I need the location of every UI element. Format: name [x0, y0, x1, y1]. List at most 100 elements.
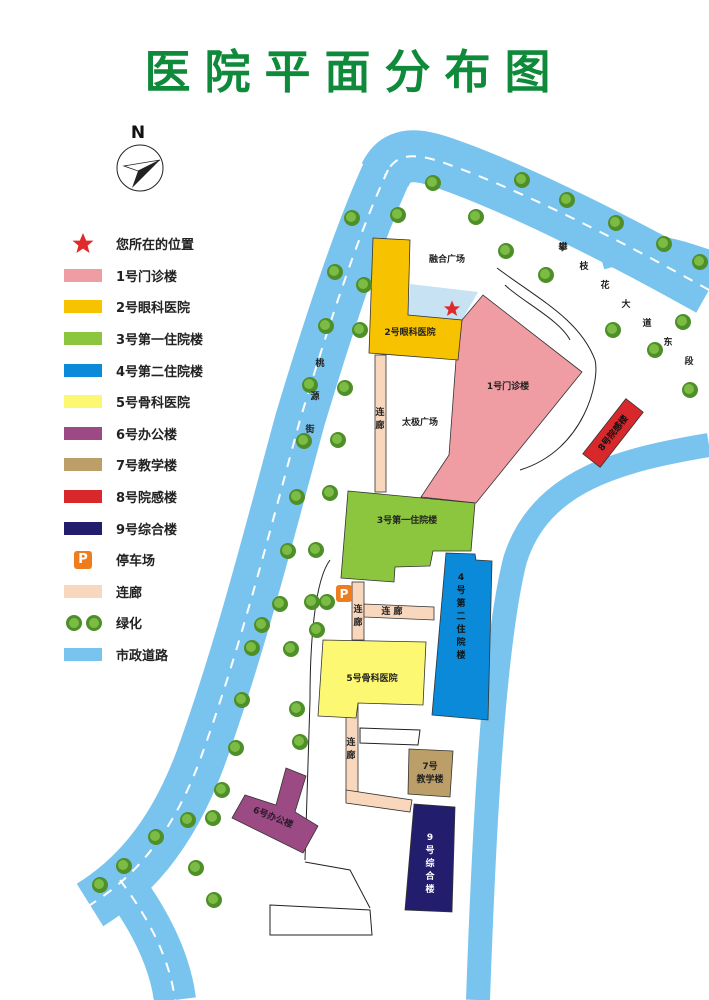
page-title: 医院平面分布图: [144, 45, 565, 99]
tree-icon: [538, 267, 554, 283]
tree-icon: [180, 812, 196, 828]
building-5[interactable]: [317, 639, 427, 719]
building-2[interactable]: [368, 237, 463, 361]
tree-icon: [319, 594, 335, 610]
star-icon: [64, 232, 102, 253]
color-swatch: [64, 584, 102, 598]
legend-label: 7号教学楼: [116, 459, 178, 475]
building-3[interactable]: [340, 490, 476, 583]
you-are-here-star-icon: [443, 300, 461, 316]
label-building-9: 号: [425, 845, 434, 856]
label-building-9: 9: [427, 833, 433, 843]
parking-label: P: [340, 587, 349, 601]
label-building-4: 号: [456, 585, 465, 596]
label-building-4: 住: [456, 623, 465, 635]
tree-icon: [280, 543, 296, 559]
label-corridor: 廊: [353, 616, 362, 628]
legend-label: 市政道路: [116, 649, 169, 665]
legend-item: 1号门诊楼: [64, 260, 203, 292]
label-building-2: 2号眼科医院: [384, 326, 435, 338]
tree-icon: [390, 207, 406, 223]
building-1[interactable]: [420, 294, 583, 504]
tree-icon: [330, 432, 346, 448]
tree-icon: [64, 614, 102, 631]
legend-label: 绿化: [116, 617, 143, 633]
label-corridor: 连: [346, 736, 356, 748]
label-road-taoyuan: 源: [310, 390, 319, 402]
tree-icon: [289, 701, 305, 717]
tree-icon: [647, 342, 663, 358]
color-swatch: [64, 521, 102, 535]
label-building-4: 二: [456, 612, 465, 622]
tree-icon: [206, 892, 222, 908]
label-road-panzhihua: 花: [600, 279, 609, 291]
tree-icon: [322, 485, 338, 501]
legend-item: 6号办公楼: [64, 418, 203, 450]
tree-icon: [205, 810, 221, 826]
label-ronghe-plaza: 融合广场: [429, 253, 465, 265]
color-swatch: [64, 395, 102, 409]
tree-icon: [116, 858, 132, 874]
color-swatch: [64, 332, 102, 346]
building-8[interactable]: [582, 398, 644, 468]
label-building-4: 4: [458, 573, 464, 583]
tree-icon: [308, 542, 324, 558]
building-4[interactable]: [431, 552, 493, 721]
tree-icon: [296, 433, 312, 449]
tree-icon: [309, 622, 325, 638]
legend-label: 8号院感楼: [116, 491, 178, 507]
tree-icon: [692, 254, 708, 270]
tree-icon: [234, 692, 250, 708]
tree-icon: [425, 175, 441, 191]
tree-icon: [605, 322, 621, 338]
legend-item: 5号骨科医院: [64, 386, 203, 418]
legend-item: 3号第一住院楼: [64, 323, 203, 355]
label-building-5: 5号骨科医院: [346, 672, 397, 684]
legend-label: 您所在的位置: [116, 238, 195, 254]
tree-icon: [214, 782, 230, 798]
tree-icon: [228, 740, 244, 756]
legend-label: 停车场: [116, 554, 156, 570]
legend-label: 9号综合楼: [116, 522, 178, 538]
label-building-4: 楼: [456, 649, 465, 661]
color-swatch: [64, 268, 102, 282]
entrance-area: [408, 284, 478, 320]
corridors: [345, 354, 435, 813]
color-swatch: [64, 363, 102, 377]
legend-label: 3号第一住院楼: [116, 333, 204, 349]
tree-icon: [514, 172, 530, 188]
label-road-taoyuan: 街: [304, 423, 314, 435]
tree-icon: [656, 236, 672, 252]
building-9[interactable]: [404, 803, 456, 913]
legend-label: 5号骨科医院: [116, 396, 191, 412]
tree-icon: [188, 860, 204, 876]
label-building-3: 3号第一住院楼: [377, 514, 437, 526]
label-building-1: 1号门诊楼: [487, 380, 529, 392]
label-building-9: 楼: [425, 883, 434, 895]
legend-label: 2号眼科医院: [116, 301, 191, 317]
building-7[interactable]: [407, 748, 454, 798]
tree-icon: [682, 382, 698, 398]
label-road-panzhihua: 攀: [557, 241, 568, 253]
tree-icon: [302, 377, 318, 393]
tree-icon: [254, 617, 270, 633]
legend-item: 连廊: [64, 576, 203, 608]
tree-icon: [283, 641, 299, 657]
legend-label: 1号门诊楼: [116, 269, 178, 285]
label-corridor: 连: [353, 603, 363, 615]
tree-icon: [289, 489, 305, 505]
label-building-4: 院: [456, 636, 465, 648]
legend-item: 2号眼科医院: [64, 291, 203, 323]
compass: N: [116, 123, 164, 192]
tree-icon: [244, 640, 260, 656]
greenery: [92, 172, 708, 908]
label-road-panzhihua: 东: [663, 336, 672, 348]
label-taiji-plaza: 太极广场: [401, 416, 438, 428]
building-6[interactable]: [231, 767, 319, 854]
compass-north-label: N: [131, 123, 145, 143]
legend-label: 连廊: [116, 585, 143, 601]
legend-item: 8号院感楼: [64, 481, 203, 513]
label-building-7a: 7号: [422, 761, 437, 772]
